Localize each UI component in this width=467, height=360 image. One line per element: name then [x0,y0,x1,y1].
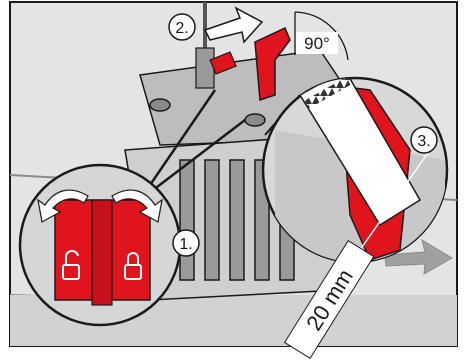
step-number: 2. [175,20,188,37]
rod-base [196,48,214,88]
detail-callout-left [20,165,180,325]
step-badge-2: 2. [169,14,195,40]
step-badge-1: 1. [173,230,199,256]
angle-label: 90° [296,32,338,54]
step-number: 3. [417,133,430,150]
angle-text: 90° [304,34,330,53]
step-badge-3: 3. [411,127,437,153]
step-number: 1. [179,236,192,253]
